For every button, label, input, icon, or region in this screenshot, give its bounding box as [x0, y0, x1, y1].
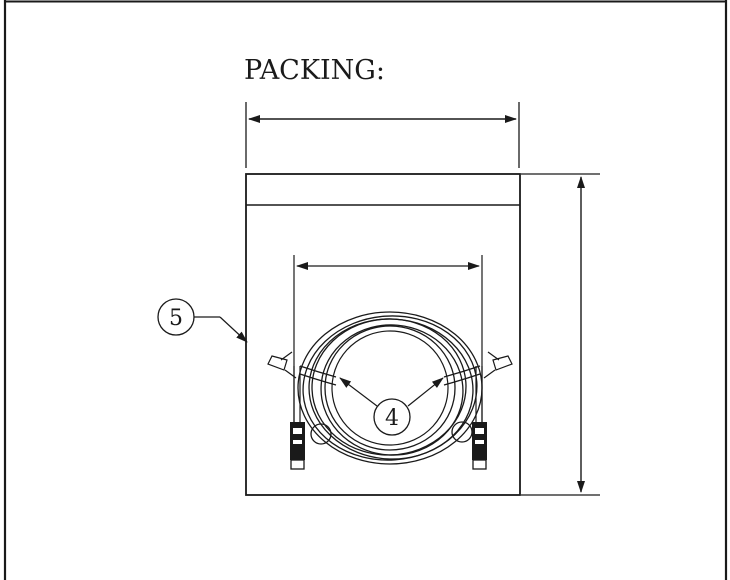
balloon-5-label: 5: [169, 306, 183, 331]
left-connector-plug: [290, 422, 305, 470]
cable-coil: [297, 311, 483, 465]
packing-title: PACKING:: [244, 55, 385, 86]
balloon-4-label: 4: [385, 406, 399, 431]
balloon-5: 5: [157, 298, 248, 343]
height-dimension: [521, 173, 600, 496]
drawing-frame: [3, 0, 728, 580]
width-dimension: [245, 102, 520, 168]
left-cable-tie: [267, 351, 337, 424]
right-cable-tie: [443, 351, 513, 424]
right-connector-plug: [472, 422, 487, 470]
balloon-4: 4: [339, 377, 444, 436]
